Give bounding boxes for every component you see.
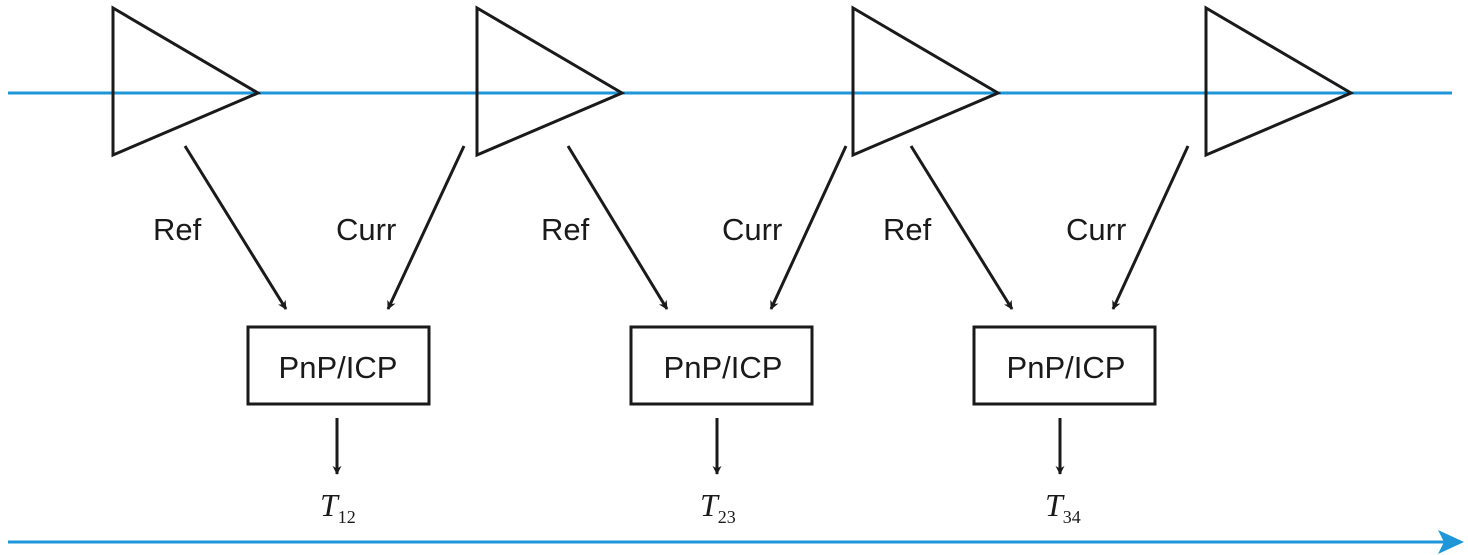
transform-main-1: T (320, 487, 340, 523)
curr-arrow-3 (1111, 145, 1190, 310)
transform-label-2: T23 (700, 487, 736, 527)
ref-label-3: Ref (883, 212, 932, 247)
curr-arrow-2 (769, 145, 848, 310)
pnp-icp-label-1: PnP/ICP (279, 350, 398, 385)
transform-sub-1: 12 (338, 507, 356, 527)
time-axis-arrowhead (1438, 530, 1464, 554)
curr-label-2: Curr (722, 212, 782, 247)
pnp-icp-box-2 (629, 325, 814, 406)
transform-main-2: T (700, 487, 720, 523)
transform-label-1: T12 (320, 487, 356, 527)
frame-3-triangle (851, 5, 1002, 158)
ref-label-1: Ref (153, 212, 202, 247)
pnp-icp-box-3 (972, 325, 1157, 406)
frame-4-triangle (1204, 5, 1355, 158)
ref-arrow-2 (566, 145, 669, 310)
pnp-icp-label-2: PnP/ICP (664, 350, 783, 385)
frame-1-triangle (111, 5, 262, 158)
pnp-icp-label-3: PnP/ICP (1007, 350, 1126, 385)
curr-label-3: Curr (1066, 212, 1126, 247)
transform-main-3: T (1045, 487, 1065, 523)
transform-label-3: T34 (1045, 487, 1081, 527)
ref-arrow-1 (183, 145, 288, 310)
frame-2-triangle (475, 5, 626, 158)
transform-sub-2: 23 (718, 507, 736, 527)
ref-arrow-3 (909, 145, 1014, 310)
curr-label-1: Curr (336, 212, 396, 247)
transform-sub-3: 34 (1063, 507, 1081, 527)
pnp-icp-box-1 (246, 325, 431, 406)
ref-label-2: Ref (541, 212, 590, 247)
curr-arrow-1 (386, 145, 466, 310)
